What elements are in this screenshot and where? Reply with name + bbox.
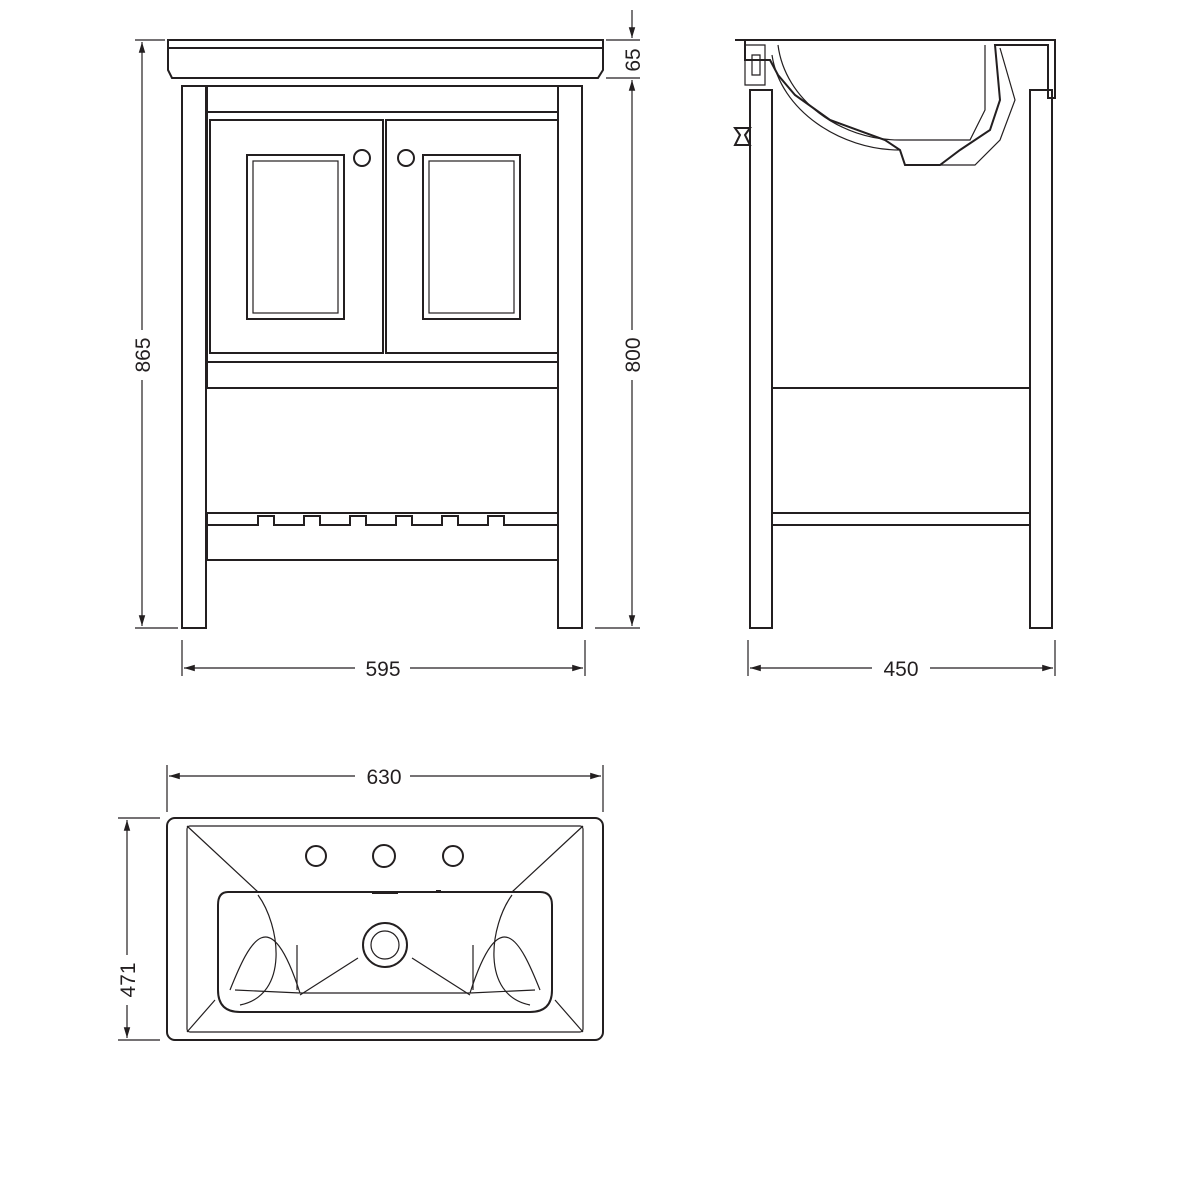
right-knob [397, 149, 415, 167]
top-view [166, 817, 604, 1041]
side-back-leg [1029, 89, 1053, 629]
left-door [209, 119, 384, 354]
top-dimensions: 630 471 [117, 765, 604, 1041]
side-dimensions: 450 [747, 640, 1056, 681]
tap-hole-left [305, 845, 327, 867]
body-height-label: 800 [622, 337, 645, 372]
tap-hole-center [372, 844, 396, 868]
left-leg [181, 85, 207, 629]
right-door-panel [422, 154, 521, 320]
width-label: 595 [365, 658, 400, 681]
left-knob [353, 149, 371, 167]
right-leg [557, 85, 583, 629]
waste-outlet [362, 922, 408, 968]
tap-hole-right [442, 845, 464, 867]
height-total-label: 865 [132, 337, 155, 372]
bottom-shelf-slats [206, 512, 559, 561]
side-view [733, 39, 1056, 629]
right-door [385, 119, 559, 354]
sink-profile [735, 39, 1056, 166]
basin-top [167, 39, 604, 79]
side-knob [733, 127, 752, 146]
front-view [167, 39, 604, 629]
top-depth-label: 471 [117, 962, 140, 997]
left-door-panel [246, 154, 345, 320]
front-dimensions: 865 65 800 595 [132, 10, 645, 681]
top-width-label: 630 [366, 766, 401, 789]
basin-outline [166, 817, 604, 1041]
side-shelf [771, 512, 1031, 526]
side-front-leg [749, 89, 773, 629]
top-height-label: 65 [622, 48, 645, 71]
depth-label: 450 [883, 658, 918, 681]
bowl-rim [217, 891, 553, 1013]
